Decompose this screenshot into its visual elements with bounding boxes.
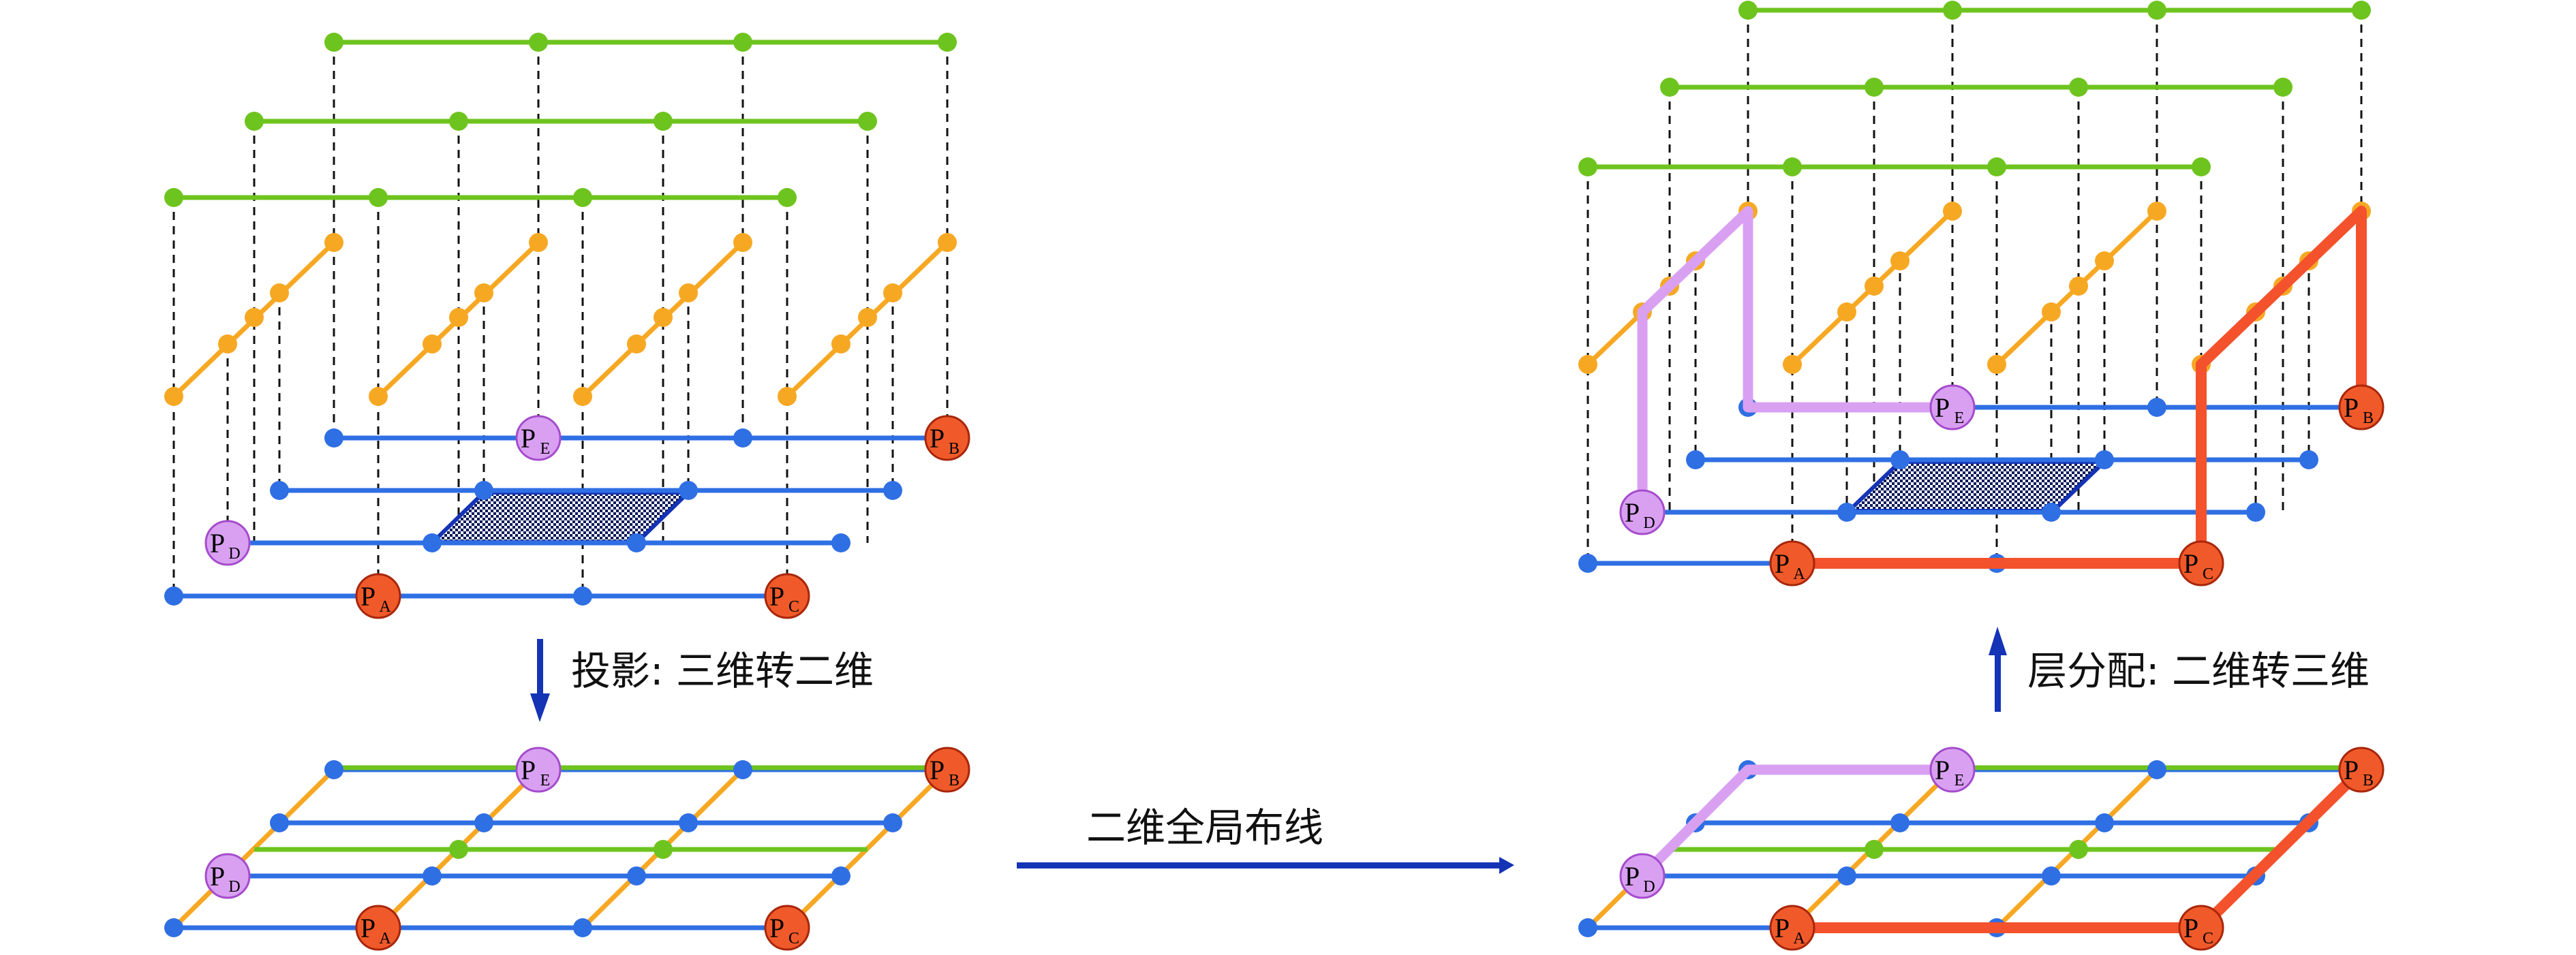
pin-d: P D — [204, 520, 251, 566]
pin-e: P E — [515, 415, 562, 461]
pin-label-prefix: P — [361, 913, 375, 943]
pin-label-prefix: P — [930, 755, 945, 785]
route-red — [1792, 206, 2367, 569]
pin-label-prefix: P — [361, 581, 375, 612]
pin-label-sub: B — [949, 772, 960, 789]
pin-a: P A — [1769, 540, 1815, 586]
pin-d: P D — [1619, 853, 1666, 899]
global-routing-arrow — [1017, 857, 1514, 874]
grid-2d-projected: P E P B P D P A P C — [164, 747, 970, 951]
top-layer-tracks — [164, 33, 957, 207]
pin-b: P B — [2338, 747, 2385, 793]
pin-d: P D — [204, 853, 251, 899]
diagonal-layer-tracks — [164, 233, 957, 406]
pin-b: P B — [2338, 384, 2385, 430]
pin-label-prefix: P — [2344, 755, 2359, 785]
grid-2d-routed: P E P B P D P A P C — [1578, 747, 2385, 951]
pin-label-prefix: P — [2344, 392, 2359, 423]
pin-label-sub: C — [2203, 930, 2213, 948]
pin-label-prefix: P — [1625, 497, 1640, 528]
pin-label-sub: B — [2363, 772, 2374, 789]
pin-c: P C — [764, 905, 810, 951]
pin-e: P E — [515, 747, 562, 793]
pin-label-prefix: P — [210, 861, 225, 892]
pin-label-sub: E — [540, 440, 551, 458]
pin-label-sub: A — [379, 598, 391, 616]
pin-label-sub: E — [540, 772, 551, 789]
pin-c: P C — [2178, 905, 2224, 951]
pin-label-sub: C — [788, 930, 799, 948]
pin-label-prefix: P — [521, 755, 536, 785]
pin-label-prefix: P — [210, 528, 225, 559]
horizontal-layer-tracks — [164, 428, 947, 606]
pin-label-prefix: P — [1775, 548, 1790, 579]
pin-c: P C — [764, 573, 810, 619]
pin-label-prefix: P — [769, 913, 784, 943]
projection-arrow — [530, 639, 550, 722]
blockage — [427, 490, 694, 544]
pin-label-prefix: P — [1625, 861, 1640, 892]
pin-label-prefix: P — [521, 423, 536, 454]
projection-caption: 投影: 三维转二维 — [571, 648, 874, 694]
pin-label-sub: E — [1954, 409, 1965, 427]
route-violet — [1637, 206, 1952, 512]
blockage — [1843, 460, 2110, 513]
pin-label-prefix: P — [1935, 392, 1950, 423]
pin-label-sub: C — [788, 598, 799, 616]
route-violet — [1638, 764, 1952, 880]
pin-label-sub: A — [1793, 930, 1805, 948]
pin-b: P B — [924, 415, 970, 461]
pin-a: P A — [355, 905, 401, 951]
pin-label-sub: C — [2203, 565, 2213, 583]
pin-label-prefix: P — [930, 423, 945, 454]
layer-assignment-arrow — [1989, 627, 2007, 712]
pin-label-sub: A — [1793, 565, 1805, 583]
pin-a: P A — [1769, 905, 1815, 951]
pin-label-sub: B — [949, 440, 960, 458]
pin-label-prefix: P — [2183, 913, 2198, 943]
pin-label-prefix: P — [2183, 548, 2198, 579]
pin-d: P D — [1619, 489, 1666, 535]
pin-e: P E — [1929, 384, 1976, 430]
pin-label-sub: D — [1643, 514, 1655, 532]
pin-label-sub: A — [379, 930, 391, 948]
pin-label-prefix: P — [1935, 755, 1950, 785]
diagonal-layer-tracks — [1578, 202, 2371, 374]
pin-label-sub: E — [1954, 772, 1965, 789]
pin-label-sub: D — [228, 878, 240, 896]
top-layer-tracks — [1578, 1, 2371, 176]
layer-assignment-caption: 层分配: 二维转三维 — [2027, 648, 2370, 694]
pin-a: P A — [355, 573, 401, 619]
pin-b: P B — [924, 747, 970, 793]
pin-c: P C — [2178, 540, 2224, 586]
grid-3d-assigned: P E P B P D P A P C — [1578, 1, 2385, 586]
pin-label-sub: D — [1643, 878, 1655, 896]
pin-label-sub: B — [2363, 409, 2374, 427]
pin-label-prefix: P — [769, 581, 784, 612]
grid-3d-original: P E P B P D P A P C — [164, 33, 970, 619]
pin-label-sub: D — [228, 545, 240, 563]
global-routing-caption: 二维全局布线 — [1086, 804, 1323, 851]
pin-e: P E — [1929, 747, 1976, 793]
pin-label-prefix: P — [1775, 913, 1790, 943]
